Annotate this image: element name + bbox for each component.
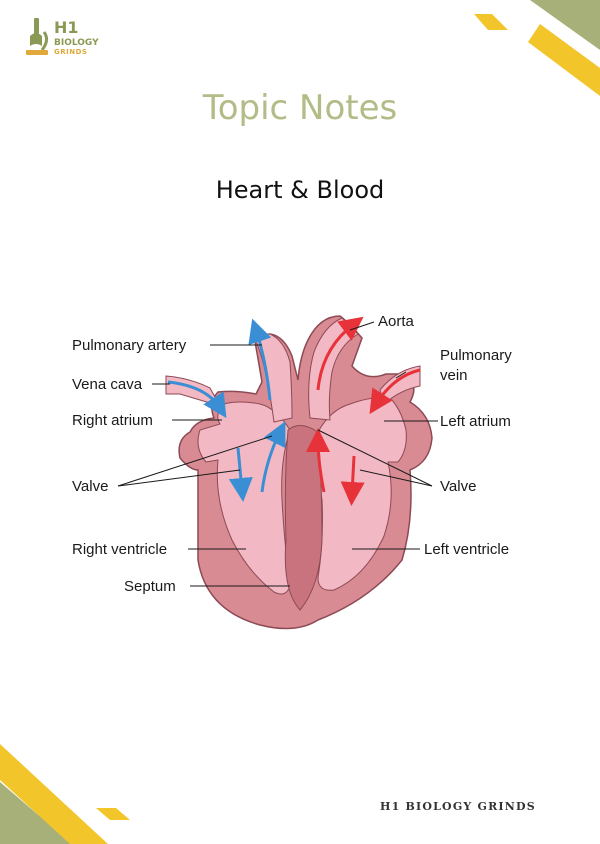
page-subtitle: Heart & Blood <box>215 176 385 204</box>
blue-arrow-valve-down <box>228 447 253 502</box>
label-vena-cava: Vena cava <box>72 376 143 393</box>
label-pulmonary-artery: Pulmonary artery <box>72 337 187 354</box>
logo-biology-text: BIOLOGY <box>54 38 99 48</box>
red-arrow-aorta <box>316 316 364 391</box>
red-arrow-valve-down <box>340 455 365 506</box>
label-right-atrium: Right atrium <box>72 412 153 429</box>
footer-brand: H1 BIOLOGY GRINDS <box>380 800 536 813</box>
label-pulmonary-vein-line2: vein <box>440 367 468 384</box>
red-arrow-ventricle-up <box>306 428 331 493</box>
blue-arrow-vena-cava <box>167 380 227 419</box>
label-right-ventricle: Right ventricle <box>72 541 167 558</box>
label-septum: Septum <box>124 578 176 595</box>
vena-cava-vessel <box>165 375 222 407</box>
page-title: Topic Notes <box>202 88 398 128</box>
label-aorta: Aorta <box>378 313 415 330</box>
label-pulmonary-vein-line1: Pulmonary <box>440 347 512 364</box>
leader-lines <box>117 321 438 587</box>
bottom-left-yellow-tick <box>96 808 130 820</box>
label-valve-left: Valve <box>72 478 108 495</box>
blue-arrow-pulmonary-artery <box>248 318 272 401</box>
microscope-icon <box>26 18 49 55</box>
brand-logo: H1 BIOLOGY GRINDS <box>24 14 114 64</box>
top-right-yellow-tick <box>474 14 508 30</box>
bottom-left-yellow-band <box>0 744 108 844</box>
top-right-yellow-band <box>528 24 600 96</box>
label-left-atrium: Left atrium <box>440 413 511 430</box>
blue-arrow-ventricle-up <box>260 421 286 493</box>
logo-grinds-text: GRINDS <box>54 48 88 56</box>
label-valve-right: Valve <box>440 478 476 495</box>
label-left-ventricle: Left ventricle <box>424 541 509 558</box>
red-arrow-pulmonary-vein <box>369 368 421 415</box>
logo-h1-text: H1 <box>54 18 79 37</box>
